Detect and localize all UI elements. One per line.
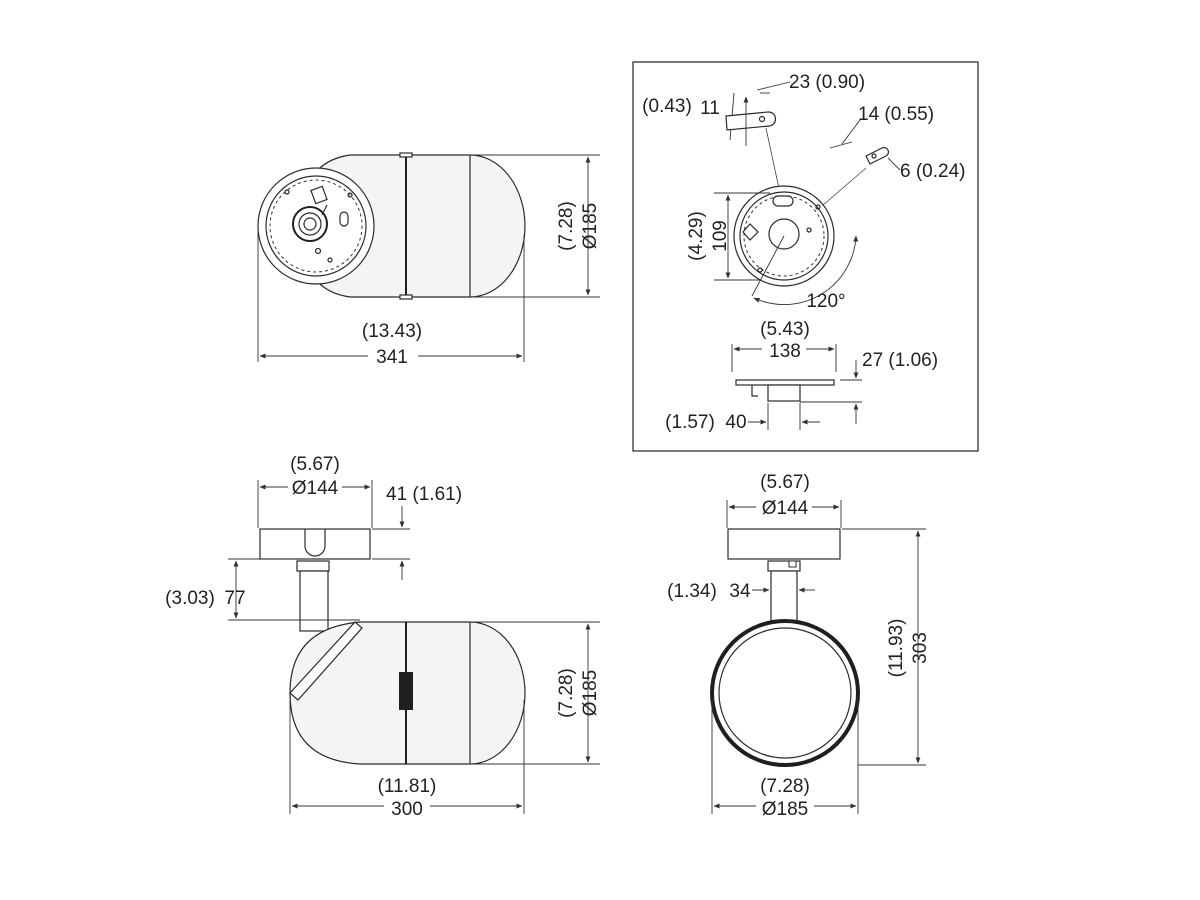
plate-width-inch: (5.43) [760,319,810,340]
side-view: (5.67) Ø144 41 (1.61) (3.03) 77 (7.28) Ø… [165,454,601,820]
front-base-mm: Ø144 [762,498,809,519]
top-diameter-mm: Ø185 [580,203,601,249]
side-base-mm: Ø144 [292,478,339,499]
pcd-inch: (4.29) [686,211,707,261]
top-width-mm: 341 [376,347,408,368]
stem-front [770,570,798,622]
front-base-inch: (5.67) [760,472,810,493]
front-diameter-inch: (7.28) [760,776,810,797]
hole-diameter: 6 (0.24) [900,161,965,182]
side-diameter-mm: Ø185 [580,670,601,716]
stem-mm: 77 [224,588,245,609]
stem-inch: (3.03) [165,588,215,609]
front-stem-inch: (1.34) [667,581,717,602]
front-height-inch: (11.93) [886,619,907,678]
top-view: (13.43) 341 (7.28) Ø185 [257,152,601,368]
ceiling-base-front [727,528,841,560]
side-base-height: 41 (1.61) [386,484,462,505]
box-mm: 40 [725,412,746,433]
side-base-inch: (5.67) [290,454,340,475]
slot-inch: (0.43) [642,96,692,117]
side-length-inch: (11.81) [378,776,437,797]
top-width-inch: (13.43) [362,321,422,342]
side-diameter-inch: (7.28) [556,668,577,718]
plate-side [735,379,835,386]
detail-frame [632,61,979,452]
speaker-grille-front [710,619,860,767]
plate-height: 27 (1.06) [862,350,938,371]
slot-length: 23 (0.90) [789,72,865,93]
top-diameter-inch: (7.28) [556,201,577,251]
pcd-mm: 109 [710,220,731,252]
stem-side [299,570,329,632]
mount-detail-view: (0.43) 11 23 (0.90) 14 (0.55) 6 (0.24) (… [632,61,979,452]
slot-mm: 11 [700,98,720,119]
front-height-mm: 303 [910,632,931,664]
plate-width-mm: 138 [769,341,801,362]
front-view: (5.67) Ø144 (1.34) 34 (11.93) 303 (7.28)… [667,472,931,820]
front-diameter-mm: Ø185 [762,799,808,820]
side-length-mm: 300 [391,799,423,820]
angle-label: 120° [806,291,845,312]
ceiling-base-side [259,528,371,560]
hole-length: 14 (0.55) [858,104,934,125]
box-inch: (1.57) [665,412,715,433]
front-stem-mm: 34 [729,581,751,602]
